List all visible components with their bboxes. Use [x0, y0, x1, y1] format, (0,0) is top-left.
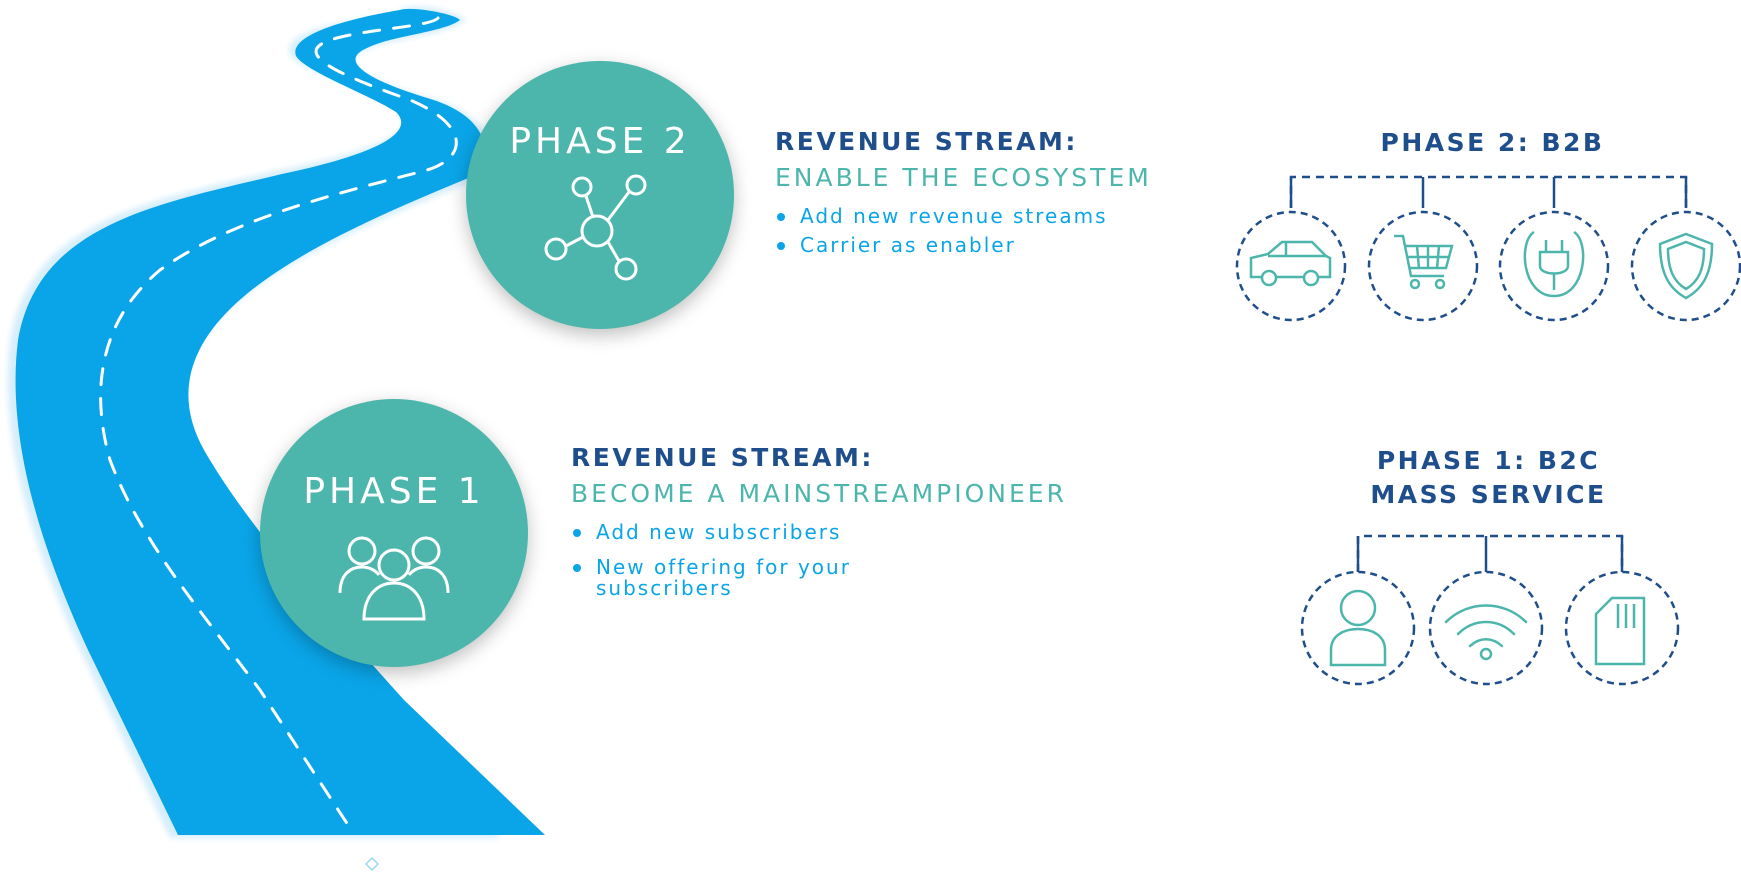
person-icon: [1329, 589, 1387, 667]
phase2-circle-title: PHASE 2: [509, 121, 691, 162]
plug-icon: [1523, 230, 1585, 298]
phase2-heading: REVENUE STREAM:: [775, 127, 1078, 156]
phase1-subheading: BECOME A MAINSTREAMPIONEER: [571, 479, 1067, 508]
network-icon: [544, 174, 647, 281]
phase1-circle-title: PHASE 1: [303, 471, 485, 512]
list-item: Carrier as enabler: [775, 235, 1152, 256]
phase1-heading: REVENUE STREAM:: [571, 443, 874, 472]
list-item: Add new subscribers: [571, 522, 871, 543]
wifi-icon: [1444, 604, 1528, 661]
car-icon: [1249, 240, 1332, 287]
phase1-segment-title-line2: MASS SERVICE: [1370, 480, 1607, 509]
phase1-segment-title: PHASE 1: B2C MASS SERVICE: [1336, 444, 1641, 512]
list-item: Add new revenue streams: [775, 206, 1152, 227]
road-end-marker: [364, 856, 380, 872]
shopping-cart-icon: [1394, 234, 1454, 290]
list-item: New offering for your subscribers: [571, 557, 871, 599]
sim-card-icon: [1594, 596, 1646, 666]
phase1-segment-title-line1: PHASE 1: B2C: [1376, 446, 1601, 475]
shield-icon: [1658, 232, 1714, 300]
phase2-circle: PHASE 2: [466, 61, 734, 329]
phase2-bullet-list: Add new revenue streams Carrier as enabl…: [775, 206, 1152, 256]
phase1-revenue-block: REVENUE STREAM: BECOME A MAINSTREAMPIONE…: [571, 440, 1067, 607]
phase2-segment-title: PHASE 2: B2B: [1380, 128, 1605, 157]
people-group-icon: [338, 536, 450, 621]
phase2-subheading: ENABLE THE ECOSYSTEM: [775, 163, 1152, 192]
phase1-bullet-list: Add new subscribers New offering for you…: [571, 522, 871, 599]
road-shape: [15, 8, 546, 835]
phase1-circle: PHASE 1: [260, 399, 528, 667]
road-center-dashes: [99, 16, 458, 830]
phase2-revenue-block: REVENUE STREAM: ENABLE THE ECOSYSTEM Add…: [775, 124, 1152, 264]
